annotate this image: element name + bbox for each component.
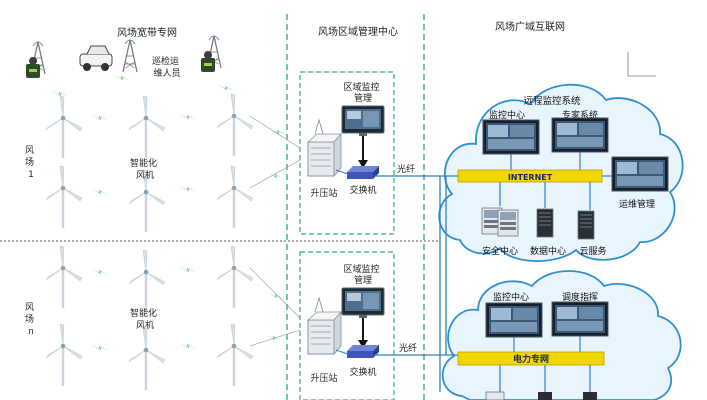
wireless-link-icon: [180, 114, 196, 120]
farm-n-label: 风 场 n: [25, 302, 37, 337]
data-center-server-icon: [536, 208, 554, 238]
expert-system-screen-icon: [551, 117, 609, 153]
patrol-staff-label: 巡检运 维人员: [152, 55, 182, 79]
ops-management-label: 运维管理: [619, 198, 655, 210]
internet-bus-label: INTERNET: [508, 173, 553, 182]
network-switch-icon: [347, 345, 379, 358]
booster-station-icon: [307, 297, 342, 355]
regional-monitor-label: 区域监控 管理: [344, 263, 383, 286]
monitoring-center-screen-icon: [482, 119, 540, 155]
wind-turbine-icon: [216, 245, 254, 309]
farm-1-label: 风 场 1: [25, 145, 37, 180]
wireless-link-icon: [180, 267, 196, 273]
switch-label: 交换机: [349, 366, 376, 378]
wind-turbine-icon: [128, 249, 166, 313]
monitoring-center-label: 监控中心: [489, 109, 525, 121]
fiber-label: 光纤: [397, 163, 415, 175]
power-network-bus: [457, 351, 605, 366]
security-center-server-icon: [497, 209, 519, 237]
ops-management-screen-icon: [611, 156, 669, 192]
wind-turbine-icon: [216, 93, 254, 157]
monitor-screen-icon: [341, 105, 385, 137]
title-broadband-network: 风场宽带专网: [117, 26, 177, 39]
wind-turbine-icon: [45, 95, 83, 159]
wireless-link-icon: [114, 75, 130, 81]
wind-turbine-icon: [45, 165, 83, 229]
monitoring-center-label: 监控中心: [493, 291, 529, 303]
radio-tower-icon: [122, 39, 138, 73]
wind-turbine-icon: [45, 245, 83, 309]
wireless-link-icon: [92, 115, 108, 121]
regional-monitor-label: 区域监控 管理: [344, 81, 383, 104]
dispatch-command-label: 调度指挥: [562, 291, 598, 303]
network-switch-icon: [347, 166, 379, 179]
wind-turbine-icon: [216, 323, 254, 387]
regional-monitor-box: [299, 251, 395, 400]
farm-n-section: 风 场 n 智能化 风机 升压站 区域监控 管理 交换机: [25, 245, 417, 400]
field-worker-icon: [201, 51, 215, 72]
security-center-label: 安全中心: [482, 245, 518, 257]
wind-turbine-icon: [45, 323, 83, 387]
data-center-label: 数据中心: [530, 245, 566, 257]
wireless-link-icon: [92, 269, 108, 275]
title-regional-center: 风场区域管理中心: [318, 25, 398, 38]
wireless-link-icon: [92, 345, 108, 351]
wireless-link-icon: [92, 189, 108, 195]
cloud-service-label: 云服务: [579, 245, 606, 257]
smart-turbine-label: 智能化 风机: [130, 157, 160, 181]
monitor-screen-icon: [341, 287, 385, 319]
wireless-link-icon: [180, 186, 196, 192]
wind-turbine-icon: [216, 165, 254, 229]
fiber-backbone: [374, 175, 458, 392]
field-worker-icon: [26, 57, 40, 78]
wind-turbine-icon: [128, 95, 166, 159]
corner-mark: [627, 52, 656, 77]
wireless-link-icon: [180, 343, 196, 349]
farm-1-section: 风 场 1 巡检运 维人员 智能化 风机: [25, 35, 415, 235]
fiber-label: 光纤: [399, 342, 417, 354]
wireless-link-icon: [218, 85, 234, 91]
booster-station-label: 升压站: [310, 187, 337, 199]
wireless-link-icon: [268, 173, 284, 179]
patrol-vehicle-icon: [79, 45, 113, 71]
wind-turbine-icon: [128, 327, 166, 391]
power-network-bus-label: 电力专网: [513, 353, 549, 365]
remote-monitoring-title: 远程监控系统: [523, 95, 581, 107]
monitoring-center-screen-icon: [485, 302, 543, 338]
title-wide-area-network: 风场广域互联网: [495, 20, 565, 33]
cloud-service-server-icon: [577, 210, 595, 240]
booster-station-icon: [307, 119, 342, 177]
switch-label: 交换机: [349, 184, 376, 196]
smart-turbine-label: 智能化 风机: [130, 307, 160, 331]
booster-station-label: 升压站: [310, 372, 337, 384]
dispatch-command-screen-icon: [551, 301, 609, 337]
